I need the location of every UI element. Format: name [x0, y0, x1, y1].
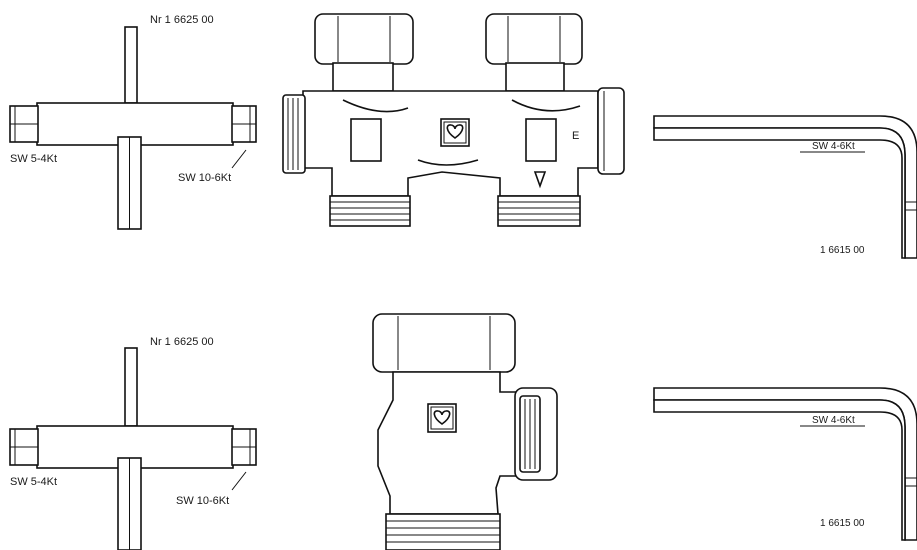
bottom-hex-key-part-no: 1 6615 00 [820, 518, 865, 529]
twin-valve-icon [282, 13, 625, 227]
bottom-cross-key-left-size: SW 5-4Kt [10, 476, 57, 488]
top-hex-key-part-no: 1 6615 00 [820, 245, 865, 256]
top-cross-key-left-size: SW 5-4Kt [10, 153, 57, 165]
heart-logo-icon [427, 403, 457, 433]
hex-key-icon [653, 387, 917, 541]
top-cross-key-right-size: SW 10-6Kt [178, 172, 231, 184]
cross-wrench-icon [9, 347, 257, 550]
heart-logo-icon [440, 118, 470, 147]
hex-key-icon [653, 115, 917, 259]
valve-letter: E [572, 130, 579, 142]
cross-wrench-icon [9, 26, 257, 230]
angle-valve-icon [372, 313, 558, 550]
bottom-cross-key-right-size: SW 10-6Kt [176, 495, 229, 507]
top-cross-key-part-no: Nr 1 6625 00 [150, 14, 214, 26]
top-hex-key-size: SW 4-6Kt [812, 141, 855, 152]
bottom-cross-key-part-no: Nr 1 6625 00 [150, 336, 214, 348]
bottom-hex-key-size: SW 4-6Kt [812, 415, 855, 426]
